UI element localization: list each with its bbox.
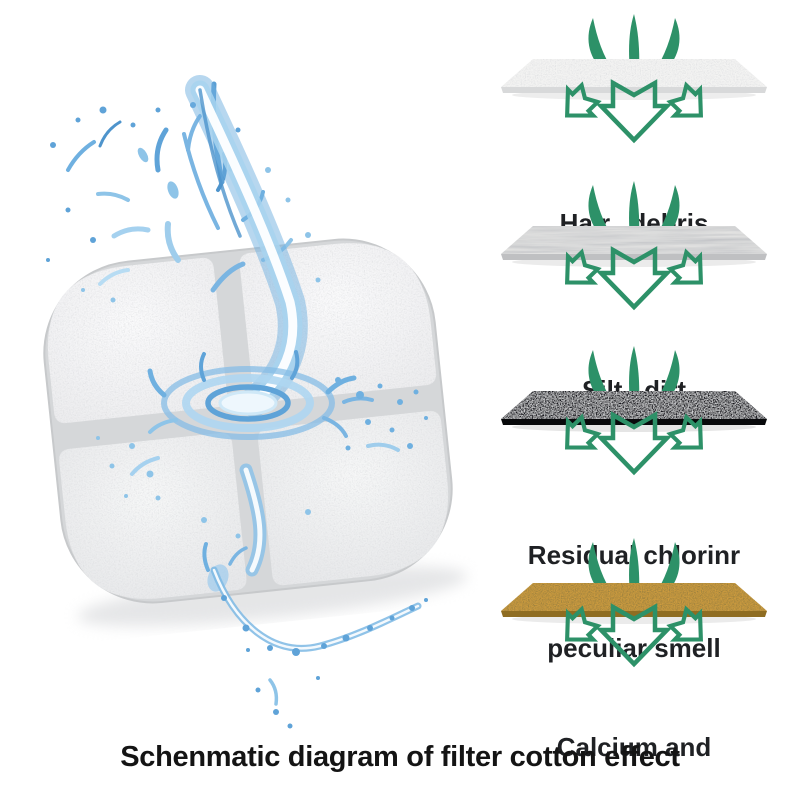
layer-row-residual-chlorine: Residual chlorinr peculiar smell: [488, 346, 780, 663]
pad-shadow: [77, 566, 468, 627]
impurity-spikes-icon: [588, 346, 680, 404]
layer-label: Residual chlorinr peculiar smell: [527, 540, 741, 663]
water-trail-bottom: [202, 463, 428, 729]
pass-through-arrows-icon: [565, 79, 703, 144]
filter-pad-water-splash-illustration: [43, 75, 468, 729]
water-swirl: [96, 350, 428, 539]
pass-through-arrows-icon: [565, 411, 703, 476]
impurity-spikes-icon: [588, 14, 680, 72]
caption: Schenmatic diagram of filter cotton effe…: [120, 741, 680, 773]
impurity-spikes-icon: [588, 538, 680, 596]
impurity-spikes-icon: [588, 181, 680, 239]
layer-row-hair-debris: Hair, debris: [488, 14, 780, 238]
pad-segment-bottom-left: [59, 432, 247, 599]
pass-through-arrows-icon: [565, 603, 703, 668]
pad-segment-top-left: [47, 257, 228, 424]
layer-row-calcium-magnesium: Calcium and magnesium ions: [488, 538, 780, 762]
layer-label: Calcium and magnesium ions: [556, 732, 712, 762]
pad-segment-bottom-right: [258, 411, 449, 586]
water-splash: [46, 75, 428, 729]
pass-through-arrows-icon: [565, 246, 703, 311]
